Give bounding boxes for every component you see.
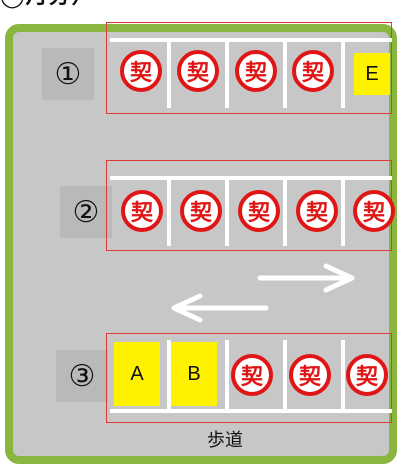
stall-top-line	[110, 38, 392, 42]
arrow-right-icon	[257, 263, 355, 293]
stall-divider	[167, 176, 171, 246]
row-label-1: ①	[42, 48, 94, 100]
stall-divider	[283, 176, 287, 246]
contract-seal: 契	[177, 50, 219, 92]
row-label-2: ②	[60, 186, 112, 238]
arrow-left-icon	[171, 293, 269, 323]
stall-divider	[225, 340, 229, 412]
contract-seal: 契	[231, 354, 273, 396]
row-3-box	[106, 333, 392, 423]
row-1-box	[106, 22, 392, 114]
stall-divider	[167, 38, 171, 108]
car-b: B	[171, 342, 217, 406]
contract-seal: 契	[121, 190, 163, 232]
row-label-3: ③	[56, 350, 108, 402]
title: ◯月分）	[0, 0, 95, 8]
car-e: E	[354, 53, 390, 95]
stall-divider	[225, 38, 229, 108]
contract-seal: 契	[235, 50, 277, 92]
stall-top-line	[110, 176, 392, 180]
stall-divider	[341, 340, 345, 412]
stall-divider	[167, 340, 171, 412]
contract-seal: 契	[292, 50, 334, 92]
stall-divider	[341, 176, 345, 246]
contract-seal: 契	[120, 50, 162, 92]
stall-divider	[283, 38, 287, 108]
car-a: A	[114, 342, 160, 406]
contract-seal: 契	[180, 190, 222, 232]
contract-seal: 契	[296, 190, 338, 232]
contract-seal: 契	[238, 190, 280, 232]
stall-divider	[341, 38, 345, 108]
contract-seal: 契	[353, 190, 395, 232]
stall-divider	[225, 176, 229, 246]
sidewalk-label: 歩道	[207, 430, 243, 451]
contract-seal: 契	[289, 354, 331, 396]
stall-divider	[283, 340, 287, 412]
stall-bottom-line	[110, 409, 392, 413]
contract-seal: 契	[346, 354, 388, 396]
